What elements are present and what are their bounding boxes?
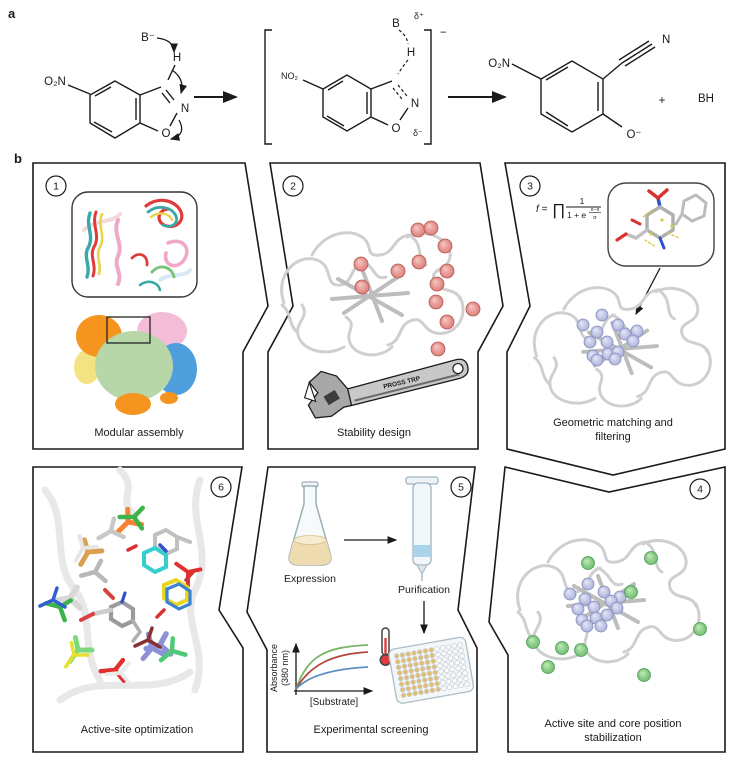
step-3-number: 3 [527,181,533,193]
caption-experimental-screening: Experimental screening [314,724,429,736]
step-1-number-badge: 1 [45,175,67,197]
ts-proton-label: H [407,47,415,59]
base-label: B⁻ [141,32,155,44]
y-axis-label-2: (380 nm) [280,650,290,686]
caption-geometric-matching-1: Geometric matching and [553,417,673,429]
fragment-highlight-box [106,316,151,344]
ts-delta-minus-label: δ⁻ [413,128,423,138]
step-4-number-badge: 4 [689,478,711,500]
step-6-number-badge: 6 [210,476,232,498]
step-3-number-badge: 3 [519,175,541,197]
caption-stability-design: Stability design [337,427,411,439]
expression-label: Expression [284,573,336,585]
assembled-protein-surface [74,312,197,415]
step-5-number: 5 [458,482,464,494]
step-2-number-badge: 2 [282,175,304,197]
step-4-number: 4 [697,484,703,496]
purification-label: Purification [398,584,450,596]
nitro-group-label: O₂N [44,76,66,88]
purification-column-icon [405,476,439,581]
proton-label: H [173,52,181,64]
wellplate-icon [388,636,475,704]
active-site-sticks [38,466,206,704]
step-6-number: 6 [218,482,224,494]
curved-arrow-ch-to-n [171,69,188,95]
formula-numerator: 1 [580,196,585,206]
reaction-transition-state: − NO₂ N O δ⁻ B δ⁺ H [264,11,447,145]
step-2-number: 2 [290,181,296,193]
inset-pointer-arrow [635,267,661,316]
caption-modular-assembly: Modular assembly [94,427,184,439]
ring-nitrogen-label: N [181,103,189,115]
panel-b-label: b [14,151,22,166]
ts-oxygen-label: O [392,123,401,135]
reaction-structure-1: O₂N N O H B⁻ [44,32,189,141]
caption-geometric-matching-2: filtering [595,431,630,443]
stability-mutation-spheres [353,220,481,357]
nitrile-n-label: N [662,34,670,46]
flask-icon [288,481,332,566]
thermometer-icon [379,627,392,666]
curved-arrow-base-to-h [156,37,178,54]
surface-stabilization-spheres [526,551,707,682]
fragment-alignment-inset [71,191,198,298]
bh-label: BH [698,93,714,105]
matching-formula: f = ∏ 1 1 + e x−x̄ σ [536,196,601,221]
panel-a-label: a [8,6,16,21]
formula-lhs: f = [536,204,548,215]
formula-product-symbol: ∏ [552,202,565,219]
step-5-number-badge: 5 [450,476,472,498]
formula-exp-denominator: σ [593,215,597,221]
active-site-core-spheres [563,577,627,633]
panel-5-outline [246,466,478,753]
kinetics-plot: Absorbance (380 nm) [Substrate] [269,642,374,708]
product-nitro-label: O₂N [488,58,510,70]
formula-exp-numerator: x−x̄ [591,207,600,213]
caption-active-site-optimization: Active-site optimization [81,724,194,736]
plus-sign: + [659,95,666,107]
x-axis-label: [Substrate] [310,697,359,708]
caption-stabilization-2: stabilization [584,732,641,744]
reaction-product: O₂N N O⁻ + BH [488,34,714,141]
ts-nitro-label: NO₂ [281,71,299,81]
ts-charge-label: − [440,27,447,39]
active-site-position-spheres [576,308,644,367]
ring-oxygen-label: O [162,128,171,140]
ts-nitrogen-label: N [411,98,419,110]
active-site-inset [607,182,715,267]
bracket-pair [264,29,432,145]
y-axis-label-1: Absorbance [269,644,279,692]
ts-delta-plus-label: δ⁺ [414,11,424,21]
plate-wells [393,642,470,699]
wrench-icon: PROSS TRP [303,358,469,419]
curved-arrow-no-to-o [169,119,183,141]
phenolate-o-label: O⁻ [626,129,641,141]
caption-stabilization-1: Active site and core position [545,718,682,730]
step-1-number: 1 [53,181,59,193]
formula-denominator: 1 + e [567,210,586,220]
ts-base-label: B [392,18,400,30]
